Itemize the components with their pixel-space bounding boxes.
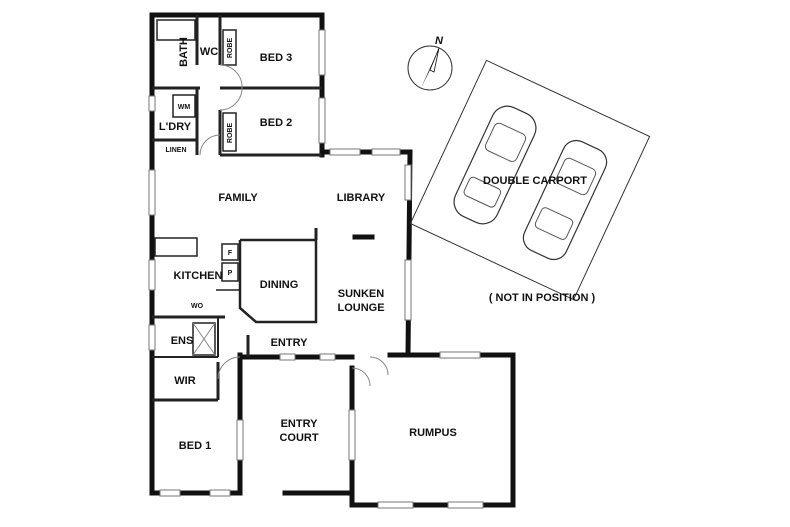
label-entry-court-2: COURT	[279, 432, 318, 444]
label-robe-bed2: ROBE	[227, 123, 234, 144]
label-linen: LINEN	[166, 147, 187, 154]
walls	[149, 12, 516, 508]
carport-note: ( NOT IN POSITION )	[489, 292, 596, 304]
label-wir: WIR	[174, 375, 195, 387]
windows	[148, 29, 484, 509]
north-label: N	[435, 35, 444, 47]
label-laundry: L'DRY	[159, 121, 192, 133]
label-family: FAMILY	[218, 192, 258, 204]
label-dining: DINING	[260, 279, 299, 291]
label-bed3: BED 3	[260, 52, 292, 64]
carport-label: DOUBLE CARPORT	[483, 175, 587, 187]
label-pantry: P	[228, 270, 233, 277]
label-wm: WM	[178, 104, 191, 111]
label-fridge: F	[228, 250, 233, 257]
car-icon	[522, 139, 608, 261]
compass: N	[407, 35, 453, 91]
label-ensuite: ENS	[171, 335, 194, 347]
label-wc: WC	[200, 46, 218, 58]
label-sunken-2: LOUNGE	[337, 302, 384, 314]
label-bed2: BED 2	[260, 117, 292, 129]
carport: DOUBLE CARPORT ( NOT IN POSITION )	[409, 59, 651, 304]
label-kitchen: KITCHEN	[174, 270, 223, 282]
label-sunken-1: SUNKEN	[338, 288, 385, 300]
label-library: LIBRARY	[337, 192, 386, 204]
label-robe-bed3: ROBE	[227, 38, 234, 59]
label-entry-court-1: ENTRY	[281, 418, 319, 430]
label-bed1: BED 1	[179, 440, 211, 452]
label-wall-oven: WO	[191, 303, 204, 310]
car-icon	[453, 105, 537, 225]
label-rumpus: RUMPUS	[409, 427, 457, 439]
label-bath: BATH	[178, 37, 190, 67]
room-labels: BED 3 BED 2 BATH WC ROBE ROBE WM L'DRY L…	[159, 37, 457, 452]
label-entry: ENTRY	[271, 337, 309, 349]
